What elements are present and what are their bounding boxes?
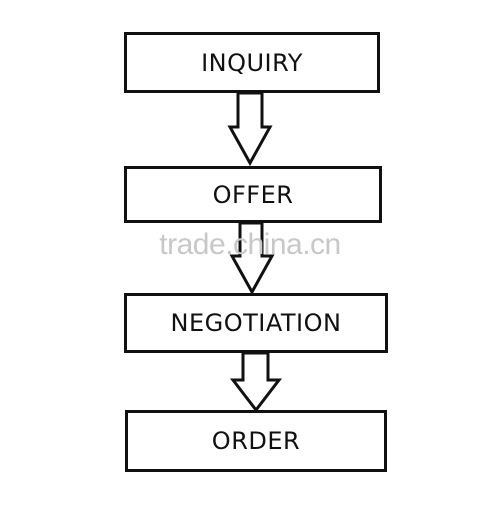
step-order-box: ORDER [125, 410, 387, 472]
watermark-text: trade.china.cn [159, 228, 341, 261]
step-inquiry-label: INQUIRY [201, 48, 303, 77]
step-negotiation-box: NEGOTIATION [124, 293, 388, 353]
step-inquiry-box: INQUIRY [124, 32, 380, 93]
step-negotiation-label: NEGOTIATION [170, 309, 342, 337]
step-order-label: ORDER [211, 427, 301, 455]
step-offer-label: OFFER [212, 180, 294, 209]
arrow-inquiry-to-offer [227, 91, 273, 167]
step-offer-box: OFFER [124, 166, 382, 223]
arrow-negotiation-to-order [229, 351, 283, 413]
arrow-offer-to-negotiation [229, 221, 275, 296]
